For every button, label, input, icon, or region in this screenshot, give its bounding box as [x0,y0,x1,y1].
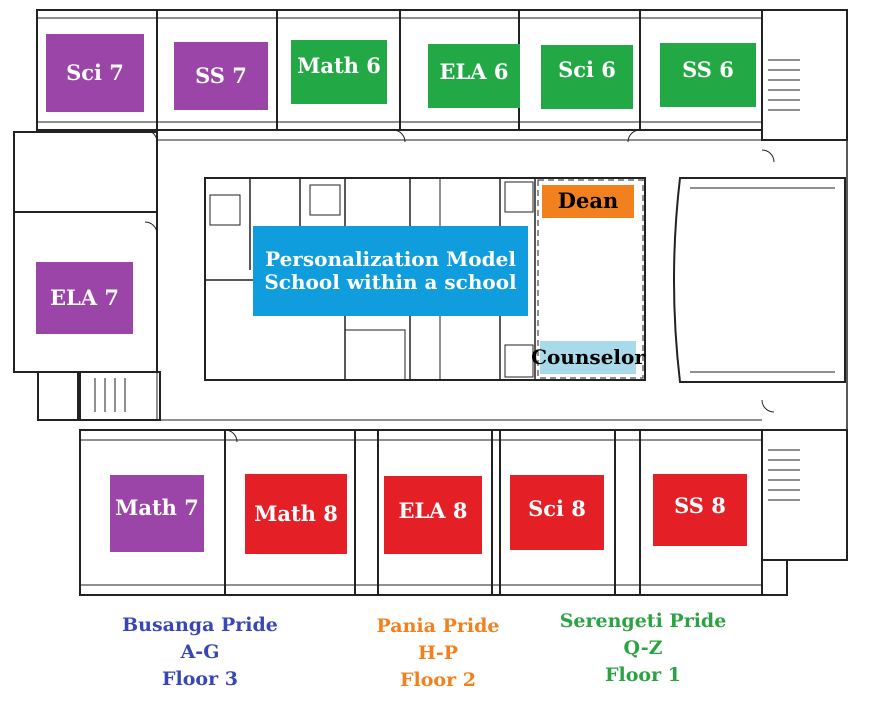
pride-serengeti-range: Q-Z [623,637,663,659]
room-ss8-block[interactable] [653,474,747,546]
room-ss6-label: SS 6 [682,56,734,82]
pride-busanga-name: Busanga Pride [122,614,278,636]
room-math7-block[interactable] [110,475,204,552]
stair-top-right [761,9,848,141]
room-ela8-label: ELA 8 [398,497,468,523]
pride-serengeti-floor: Floor 1 [605,664,681,686]
room-sci7-block[interactable] [46,34,144,112]
room-counselor-label: Counselor [531,345,645,369]
room-math8-block[interactable] [245,474,347,554]
pride-serengeti-name: Serengeti Pride [559,610,727,632]
room-ela7-block[interactable] [36,262,133,334]
pride-pania-floor: Floor 2 [400,669,476,691]
pride-pania-name: Pania Pride [376,615,500,637]
room-ela7-label: ELA 7 [50,284,119,310]
pride-pania: Pania Pride H-P Floor 2 [338,613,538,694]
pride-pania-range: H-P [417,642,459,664]
room-ss6-block[interactable] [660,43,756,107]
room-dean-block[interactable] [542,185,634,218]
room-sci7-label: Sci 7 [66,59,124,85]
room-counselor-block[interactable] [540,341,636,374]
pride-busanga: Busanga Pride A-G Floor 3 [100,612,300,693]
stair-bottom-right [761,429,848,561]
room-math8-label: Math 8 [254,500,338,526]
room-ela6-label: ELA 6 [439,58,509,84]
personalization-block[interactable] [253,226,528,316]
room-sci8-block[interactable] [510,475,604,550]
room-ela8-block[interactable] [384,476,482,554]
room-math6-block[interactable] [291,40,387,104]
personalization-line2: School within a school [264,270,517,294]
left-wing-outline [13,131,158,373]
pride-busanga-range: A-G [180,641,220,663]
central-core-outline [204,177,646,381]
room-ss8-label: SS 8 [674,492,726,518]
room-math6-label: Math 6 [297,52,381,78]
room-ela6-block[interactable] [428,44,520,108]
room-dean-label: Dean [557,188,619,214]
pride-serengeti: Serengeti Pride Q-Z Floor 1 [543,608,743,689]
pride-busanga-floor: Floor 3 [162,668,238,690]
floor-plan [13,9,848,596]
personalization-line1: Personalization Model [265,247,516,271]
room-sci8-label: Sci 8 [528,496,586,522]
training-room-outline [673,177,846,383]
personalization-label: Personalization Model School within a sc… [253,226,528,316]
room-math7-label: Math 7 [115,495,199,521]
room-ss7-label: SS 7 [195,62,247,88]
room-ss7-block[interactable] [174,42,268,110]
room-sci6-label: Sci 6 [558,56,616,82]
room-sci6-block[interactable] [541,45,633,109]
